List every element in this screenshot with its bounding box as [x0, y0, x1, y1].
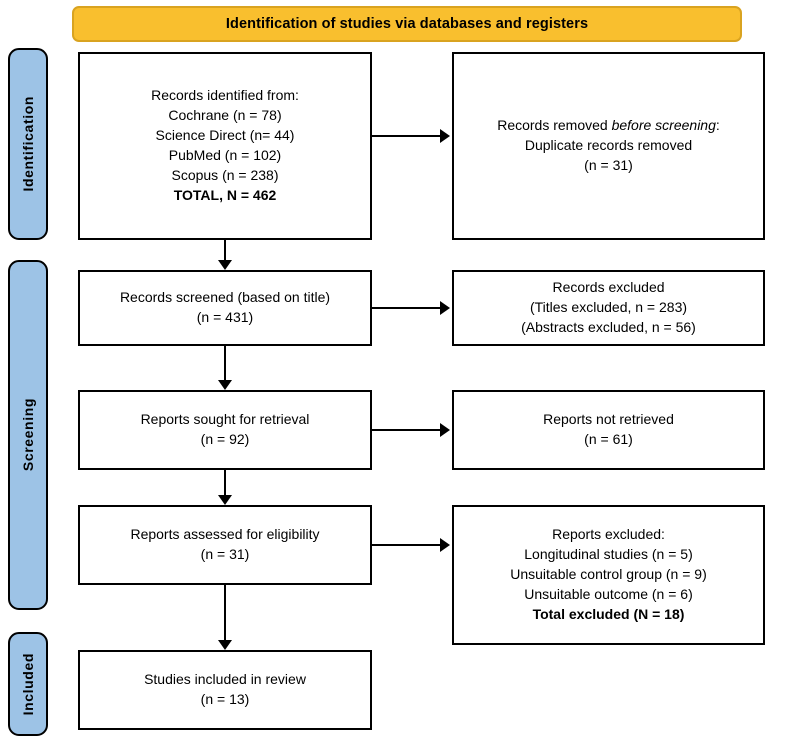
box-reports-not-retrieved-text: Reports not retrieved (n = 61) [543, 410, 674, 450]
connector-screened-to-sought [224, 346, 226, 380]
arrow-down-icon [218, 260, 232, 270]
line: Reports assessed for eligibility [130, 526, 320, 543]
stage-label-identification-text: Identification [20, 96, 36, 192]
line: Unsuitable outcome (n = 6) [524, 585, 693, 602]
arrow-right-icon [440, 301, 450, 315]
line: Duplicate records removed [524, 137, 693, 154]
connector-identified-to-removed [372, 135, 442, 137]
line: Unsuitable control group (n = 9) [510, 566, 707, 583]
box-records-excluded-text: Records excluded (Titles excluded, n = 2… [521, 278, 696, 338]
arrow-right-icon [440, 423, 450, 437]
header-title: Identification of studies via databases … [225, 16, 589, 32]
connector-identified-to-screened [224, 240, 226, 262]
box-reports-not-retrieved: Reports not retrieved (n = 61) [452, 390, 765, 470]
arrow-down-icon [218, 495, 232, 505]
box-reports-excluded-text: Reports excluded: Longitudinal studies (… [510, 525, 707, 624]
box-records-removed-text: Records removed before screening: Duplic… [497, 116, 720, 176]
arrow-right-icon [440, 129, 450, 143]
box-records-identified: Records identified from: Cochrane (n = 7… [78, 52, 372, 240]
box-records-screened: Records screened (based on title) (n = 4… [78, 270, 372, 346]
connector-screened-to-excluded [372, 307, 442, 309]
box-reports-sought: Reports sought for retrieval (n = 92) [78, 390, 372, 470]
line: Scopus (n = 238) [171, 166, 279, 183]
line: Records identified from: [151, 87, 299, 104]
stage-label-included: Included [8, 632, 48, 736]
connector-assessed-to-excluded [372, 544, 442, 546]
box-reports-assessed-text: Reports assessed for eligibility (n = 31… [130, 525, 319, 565]
line: Records removed before screening: [497, 116, 720, 136]
line: (n = 31) [584, 156, 633, 173]
arrow-down-icon [218, 640, 232, 650]
box-records-removed: Records removed before screening: Duplic… [452, 52, 765, 240]
box-reports-sought-text: Reports sought for retrieval (n = 92) [141, 410, 310, 450]
line: (n = 92) [200, 431, 250, 447]
line: Reports excluded: [552, 526, 665, 543]
line: (Titles excluded, n = 283) [529, 299, 688, 316]
box-records-excluded: Records excluded (Titles excluded, n = 2… [452, 270, 765, 346]
arrow-down-icon [218, 380, 232, 390]
line: Cochrane (n = 78) [168, 107, 282, 124]
arrow-right-icon [440, 538, 450, 552]
stage-label-included-text: Included [20, 652, 36, 716]
line: (n = 13) [200, 691, 250, 707]
line: (Abstracts excluded, n = 56) [521, 318, 696, 335]
line: Records screened (based on title) [119, 289, 331, 306]
box-records-screened-text: Records screened (based on title) (n = 4… [120, 288, 330, 328]
line: (n = 31) [200, 546, 250, 562]
line: (n = 431) [196, 309, 254, 325]
box-studies-included-text: Studies included in review (n = 13) [144, 670, 306, 710]
stage-label-screening: Screening [8, 260, 48, 610]
line: Longitudinal studies (n = 5) [524, 546, 693, 563]
line-part-italic: before screening [611, 117, 716, 134]
line: (n = 61) [584, 431, 633, 447]
stage-label-identification: Identification [8, 48, 48, 240]
connector-sought-to-assessed [224, 470, 226, 495]
box-reports-excluded: Reports excluded: Longitudinal studies (… [452, 505, 765, 645]
line: PubMed (n = 102) [168, 147, 282, 163]
box-reports-assessed: Reports assessed for eligibility (n = 31… [78, 505, 372, 585]
line: Records excluded [552, 279, 665, 296]
header-banner: Identification of studies via databases … [72, 6, 742, 42]
line: Reports sought for retrieval [140, 411, 310, 428]
connector-assessed-to-included [224, 585, 226, 640]
line-part: Records removed [497, 117, 612, 134]
stage-label-screening-text: Screening [20, 398, 36, 472]
line: Science Direct (n= 44) [155, 127, 295, 144]
box-records-identified-text: Records identified from: Cochrane (n = 7… [151, 86, 299, 205]
line-total: Total excluded (N = 18) [532, 605, 685, 622]
line: Reports not retrieved [543, 411, 674, 428]
line: Studies included in review [144, 671, 306, 688]
line-total: TOTAL, N = 462 [173, 186, 277, 203]
connector-sought-to-not-retrieved [372, 429, 442, 431]
box-studies-included: Studies included in review (n = 13) [78, 650, 372, 730]
line-part: : [715, 117, 720, 134]
